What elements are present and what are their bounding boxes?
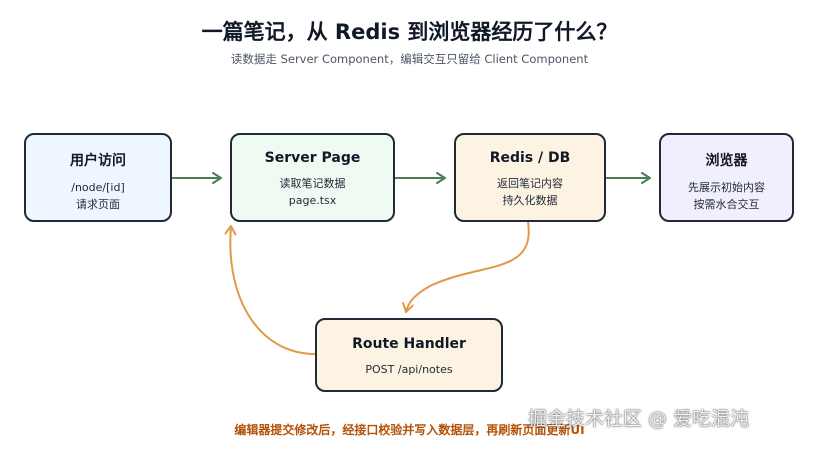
footer-note: 编辑器提交修改后，经接口校验并写入数据层，再刷新页面更新UI — [234, 423, 585, 437]
node-title: 浏览器 — [705, 153, 748, 169]
node-line: 请求页面 — [76, 198, 120, 211]
diagram-title: 一篇笔记，从 Redis 到浏览器经历了什么？ — [201, 20, 618, 44]
node-line: 返回笔记内容 — [497, 177, 563, 190]
diagram-subtitle: 读数据走 Server Component，编辑交互只留给 Client Com… — [230, 52, 589, 66]
edge-route-to-server — [224, 225, 316, 355]
node-redis-db: Redis / DB 返回笔记内容 持久化数据 — [454, 133, 606, 222]
node-title: Route Handler — [352, 336, 466, 352]
watermark: 掘金技术社区 @ 爱吃混沌 — [528, 408, 750, 430]
node-browser: 浏览器 先展示初始内容 按需水合交互 — [659, 133, 794, 222]
node-line: 按需水合交互 — [693, 198, 760, 211]
node-server-page: Server Page 读取笔记数据 page.tsx — [230, 133, 395, 222]
node-user-visit: 用户访问 /node/[id] 请求页面 — [24, 133, 172, 222]
node-title: 用户访问 — [70, 153, 126, 169]
node-title: Server Page — [264, 150, 361, 166]
node-line: POST /api/notes — [365, 363, 453, 376]
node-line: /node/[id] — [71, 181, 125, 194]
node-line: page.tsx — [288, 194, 337, 207]
node-route-handler: Route Handler POST /api/notes — [315, 318, 503, 392]
edge-redis-to-route — [402, 221, 530, 313]
node-title: Redis / DB — [489, 150, 571, 166]
node-line: 读取笔记数据 — [279, 177, 346, 190]
node-line: 先展示初始内容 — [688, 181, 765, 194]
node-line: 持久化数据 — [502, 194, 558, 207]
